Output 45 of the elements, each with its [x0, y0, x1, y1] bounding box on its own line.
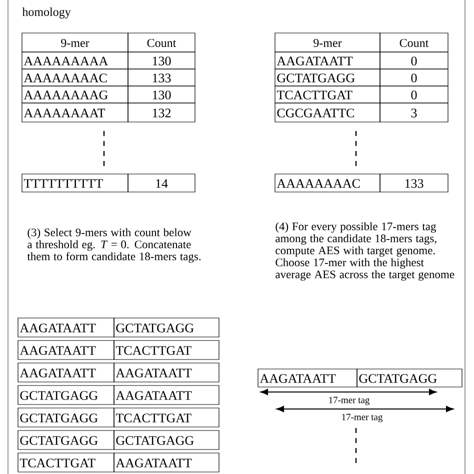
table-cell: AAGATAATT [258, 368, 358, 388]
table-cell: GCTATGAGG [18, 408, 114, 428]
table-cell: 3 [380, 102, 448, 122]
table-cell: GCTATGAGG [114, 318, 220, 338]
table-cell: GCTATGAGG [18, 430, 114, 450]
table-cell: Count [380, 32, 448, 52]
table-cell: GCTATGAGG [114, 430, 220, 450]
table-cell: AAGATAATT [114, 385, 220, 405]
table-cell: AAGATAATT [18, 362, 114, 382]
table-cell: AAGATAATT [274, 52, 380, 70]
table-cell: AAGATAATT [18, 340, 114, 360]
table-cell: TTTTTTTTTT [22, 174, 128, 192]
table-cell: AAAAAAAAG [22, 86, 128, 104]
table-cell: Count [128, 32, 196, 52]
table-cell: AAAAAAAAA [22, 52, 128, 70]
heading-text: homology [22, 8, 71, 18]
table-cell: AAGATAATT [18, 318, 114, 338]
table-cell: AAAAAAAAT [22, 102, 128, 122]
table-cell: AAAAAAAAC [22, 68, 128, 86]
dimension-label: 17-mer tag [342, 414, 383, 422]
table-cell: 9-mer [274, 32, 380, 52]
dimension-label: 17-mer tag [329, 396, 370, 406]
table-cell: TCACTTGAT [114, 408, 220, 428]
table-cell: 132 [128, 102, 196, 122]
table-cell: TCACTTGAT [274, 86, 380, 104]
step-description: (4) For every possible 17-mers tag among the candidate 18-mers tags, compute AES with target genome. Choose 17-mer with the highest average AES across the target genome [276, 222, 454, 281]
table-cell: GCTATGAGG [18, 385, 114, 405]
table-cell: 130 [128, 52, 196, 70]
table-cell: AAAAAAAAC [274, 174, 380, 192]
table-cell: 0 [380, 52, 448, 70]
table-cell: GCTATGAGG [274, 68, 380, 86]
table-cell: 133 [128, 68, 196, 86]
table-cell: 14 [128, 174, 196, 192]
table-cell: 0 [380, 86, 448, 104]
table-cell: AAGATAATT [114, 452, 220, 472]
step-description: (3) Select 9-mers with count below a threshold eg. T = 0. Concatenate them to form candidate 18-mers tags. [27, 228, 201, 263]
table-cell: TCACTTGAT [18, 452, 114, 472]
table-cell: 0 [380, 68, 448, 86]
table-cell: 9-mer [22, 32, 128, 52]
table-cell: CGCGAATTC [274, 102, 380, 122]
table-cell: 130 [128, 86, 196, 104]
table-cell: GCTATGAGG [356, 368, 462, 388]
table-cell: AAGATAATT [114, 362, 220, 382]
table-cell: 133 [380, 174, 448, 192]
table-cell: TCACTTGAT [114, 340, 220, 360]
